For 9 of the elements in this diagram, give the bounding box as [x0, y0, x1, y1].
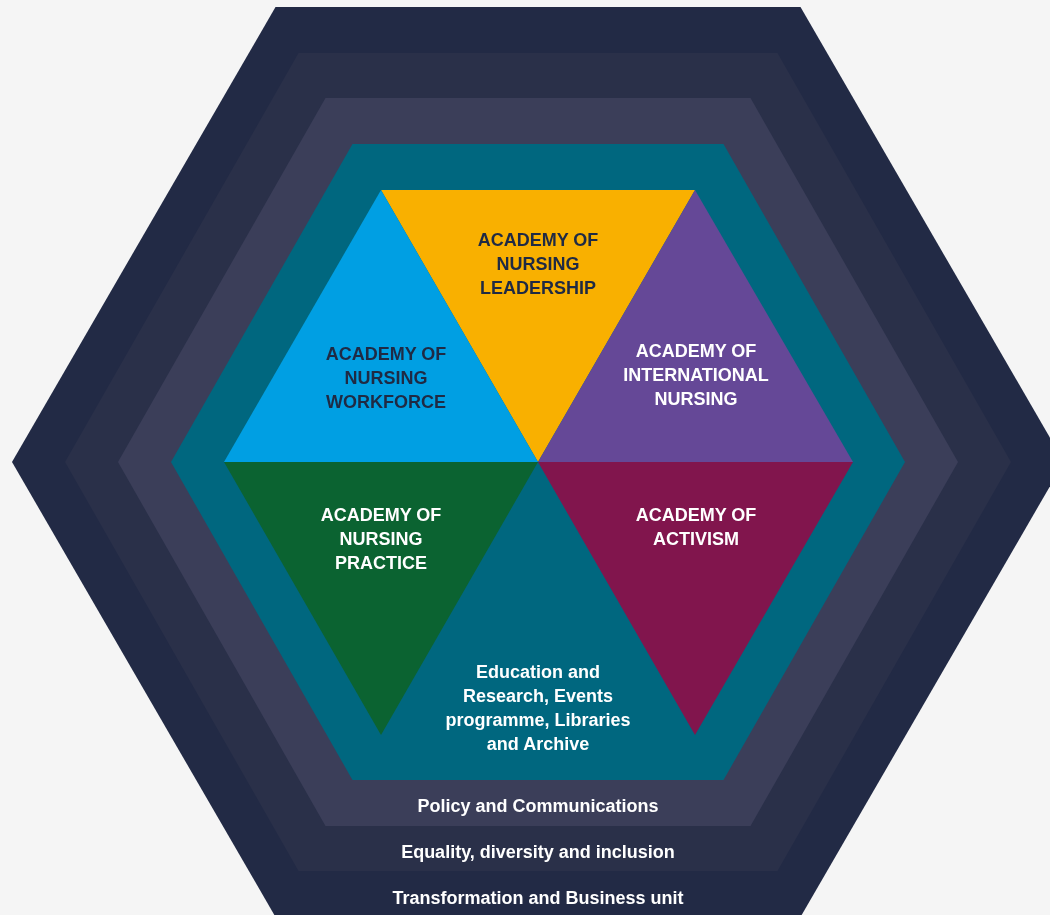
academy-label: ACADEMY OF NURSING LEADERSHIP [476, 229, 600, 300]
academy-label: ACADEMY OF NURSING PRACTICE [319, 504, 443, 575]
academy-label: ACADEMY OF NURSING WORKFORCE [324, 343, 448, 414]
band-label: Policy and Communications [416, 795, 660, 818]
band-label: Education and Research, Events programme, Libraries and Archive [444, 661, 632, 756]
academy-label: ACADEMY OF INTERNATIONAL NURSING [622, 340, 770, 411]
academy-label: ACADEMY OF ACTIVISM [634, 504, 758, 551]
band-label: Equality, diversity and inclusion [400, 841, 676, 864]
band-label: Transformation and Business unit [391, 887, 685, 910]
